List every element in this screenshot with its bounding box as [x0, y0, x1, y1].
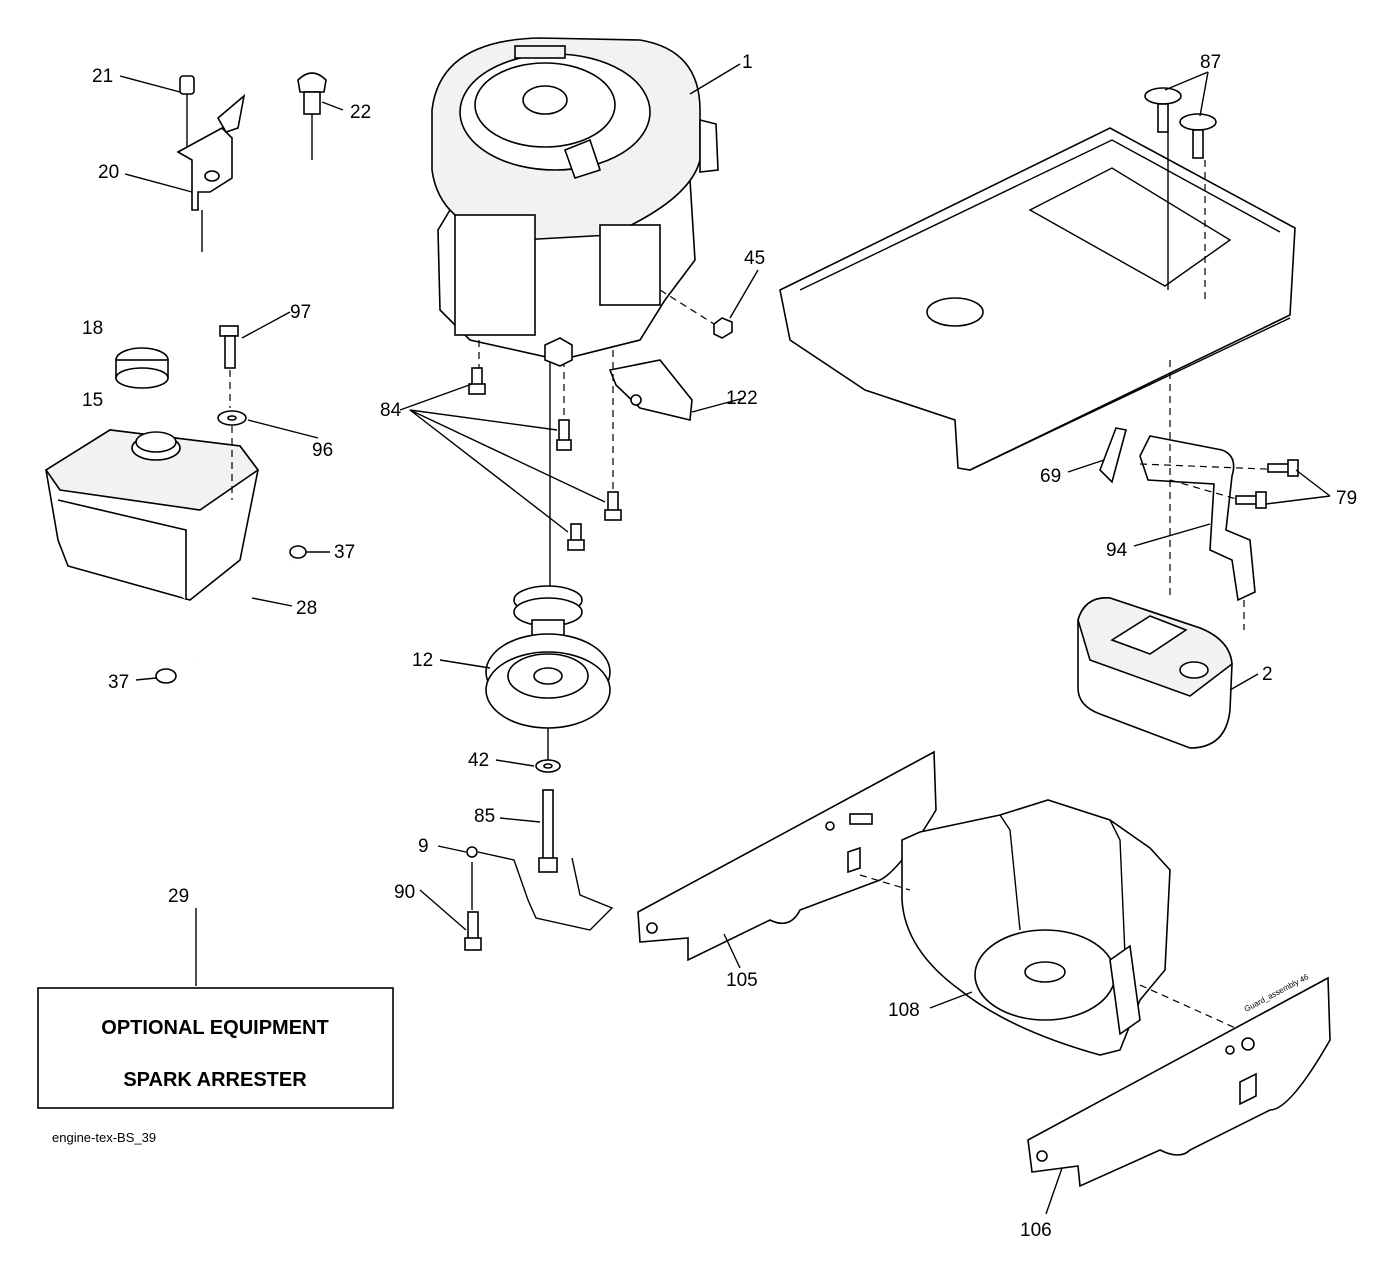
- belt-guide-9: [466, 846, 614, 931]
- callout-37-bottom: 37: [108, 672, 129, 693]
- callout-leaders: [119, 63, 1331, 1215]
- callout-96: 96: [312, 440, 333, 461]
- fuel-cap-18: [115, 347, 169, 389]
- guard-plate-106: [1027, 976, 1331, 1188]
- bolts-84: [468, 340, 622, 551]
- diagram-reference: engine-tex-BS_39: [52, 1130, 156, 1145]
- callout-108: 108: [888, 1000, 920, 1021]
- callout-69: 69: [1040, 466, 1061, 487]
- callout-85: 85: [474, 806, 495, 827]
- callout-105: 105: [726, 970, 758, 991]
- clamp-37-bottom: [155, 668, 177, 684]
- callout-42: 42: [468, 750, 489, 771]
- bolts-79: [1235, 459, 1299, 509]
- callout-12: 12: [412, 650, 433, 671]
- callout-45: 45: [744, 248, 765, 269]
- note-line-1: OPTIONAL EQUIPMENT: [101, 1017, 328, 1039]
- callout-9: 9: [418, 836, 429, 857]
- callout-97: 97: [290, 302, 311, 323]
- callout-79: 79: [1336, 488, 1357, 509]
- optional-equipment-note: OPTIONAL EQUIPMENT SPARK ARRESTER: [37, 987, 394, 1109]
- callout-84: 84: [380, 400, 402, 421]
- chassis-frame: [779, 127, 1296, 471]
- callout-106: 106: [1020, 1220, 1052, 1241]
- callout-18: 18: [82, 318, 103, 339]
- callout-22: 22: [350, 102, 371, 123]
- pulley-12: [485, 585, 611, 762]
- callout-37-top: 37: [334, 542, 355, 563]
- gasket-69: [1099, 427, 1127, 484]
- washer-96: [217, 410, 247, 500]
- callout-labels: 1 2 9 12 15 18 20 21 22 28 29 37 37 42 4…: [82, 52, 1357, 1241]
- callout-94: 94: [1106, 540, 1128, 561]
- washer-42: [535, 759, 561, 773]
- engine: [431, 37, 719, 361]
- fuel-line-28: [195, 558, 293, 662]
- guard-plate-105: [637, 750, 937, 962]
- clamp-37-top: [289, 545, 307, 559]
- fuel-tank-15: [44, 429, 260, 601]
- choke-knob: [297, 72, 327, 160]
- knobs-87: [1144, 87, 1217, 300]
- callout-2: 2: [1262, 664, 1273, 685]
- bolt-85: [538, 789, 558, 873]
- note-line-2: SPARK ARRESTER: [123, 1069, 307, 1091]
- callout-21: 21: [92, 66, 113, 87]
- guard-assembly-108: [859, 799, 1241, 1056]
- bolt-97: [219, 325, 239, 408]
- throttle-control: [176, 75, 246, 252]
- muffler-2: [1077, 360, 1245, 749]
- nut-45: [659, 289, 733, 339]
- callout-20: 20: [98, 162, 119, 183]
- callout-90: 90: [394, 882, 415, 903]
- callout-87: 87: [1200, 52, 1221, 73]
- bracket-122: [608, 359, 693, 421]
- exhaust-pipe-94: [1139, 435, 1291, 602]
- callout-28: 28: [296, 598, 317, 619]
- callout-29: 29: [168, 886, 189, 907]
- callout-15: 15: [82, 390, 103, 411]
- callout-122: 122: [726, 388, 758, 409]
- callout-1: 1: [742, 52, 753, 73]
- bolt-90: [464, 911, 482, 951]
